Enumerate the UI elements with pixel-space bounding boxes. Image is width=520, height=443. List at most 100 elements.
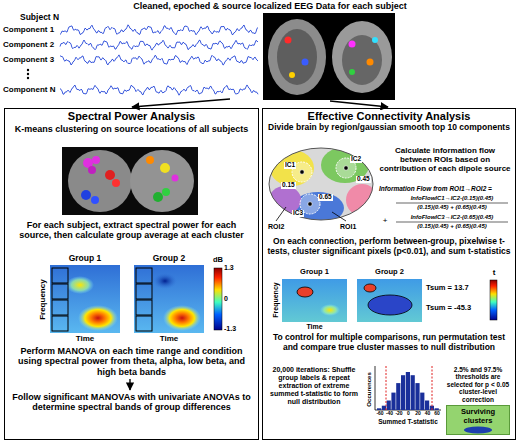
flow-arrow xyxy=(330,101,388,107)
weight-value: 0.45 xyxy=(356,176,371,183)
mri-image xyxy=(332,21,392,93)
tstat-heatmap xyxy=(320,304,340,316)
colorbar-tick: -1.3 xyxy=(224,325,236,333)
step-text: 20,000 iterations: Shuffle group labels … xyxy=(265,366,363,406)
axis-tick: 60 xyxy=(431,411,443,417)
roi-brain-image xyxy=(269,147,378,224)
spectral-heatmap xyxy=(66,276,94,294)
panel-heading: Effective Connectivity Analysis xyxy=(267,110,511,123)
step-text: Calculate information flow between ROIs … xyxy=(379,146,511,174)
step-text: 2.5% and 97.5% thresholds are selected f… xyxy=(444,366,512,403)
histogram-bar xyxy=(411,375,415,410)
axis-label: Frequency xyxy=(271,282,279,317)
cluster-brain-image xyxy=(105,170,115,180)
mri-image xyxy=(367,59,374,66)
component-label: Component 3 xyxy=(3,55,54,64)
mri-image xyxy=(268,19,326,95)
step-text: Divide brain by region/gaussian smooth t… xyxy=(267,123,511,133)
spectral-heatmap xyxy=(136,284,152,299)
null-histogram xyxy=(375,366,376,410)
eeg-waveforms xyxy=(27,69,29,71)
group-label: Group 2 xyxy=(134,254,204,264)
cluster-brain-image xyxy=(81,190,91,200)
result-box: Surviving clusters xyxy=(446,405,510,435)
threshold-line xyxy=(386,366,387,410)
step-text: Perform MANOVA on each time range and co… xyxy=(11,346,252,377)
cluster-brain-image xyxy=(68,150,132,212)
roi-brain-image xyxy=(346,184,378,216)
cluster-brain-image xyxy=(62,147,198,215)
cluster-brain-image xyxy=(153,192,163,202)
axis-label: Frequency xyxy=(38,279,47,319)
tstat-heatmap xyxy=(490,280,497,320)
colorbar-tick: 1.3 xyxy=(224,264,234,272)
subject-label: Subject N xyxy=(20,13,59,23)
histogram-bar xyxy=(377,408,381,410)
mri-image xyxy=(263,13,395,100)
cluster-brain-image xyxy=(162,188,170,196)
step-text: Follow significant MANOVAs with univaria… xyxy=(11,392,252,413)
component-tag: IC2 xyxy=(350,156,362,163)
formula-text: Information Flow from ROI1→ROI2 = xyxy=(379,185,513,192)
mri-image xyxy=(277,29,317,85)
histogram-bar xyxy=(396,383,400,410)
cluster-brain-image xyxy=(91,196,99,204)
cluster-brain-image xyxy=(88,166,96,174)
spectral-heatmap xyxy=(52,316,68,331)
roi-brain-image xyxy=(269,148,373,220)
threshold-line xyxy=(432,366,433,410)
mri-image xyxy=(289,72,295,78)
axis-tick: -40 xyxy=(384,411,396,417)
flow-arrow xyxy=(132,99,230,107)
roi-label: ROI1 xyxy=(340,223,356,231)
roi-brain-image xyxy=(332,212,346,221)
spectral-heatmap xyxy=(52,268,68,283)
fraction-line xyxy=(396,203,508,204)
spectral-heatmap xyxy=(163,305,201,331)
histogram-bar xyxy=(382,406,386,410)
histogram-bar xyxy=(425,401,429,411)
axis-tick: -60 xyxy=(374,411,386,417)
formula-text: + xyxy=(380,216,390,225)
histogram-bar xyxy=(420,393,424,410)
tstat-heatmap xyxy=(297,287,313,297)
mri-image xyxy=(302,59,309,66)
component-label: Component 2 xyxy=(3,40,54,49)
tstat-heatmap xyxy=(282,279,347,322)
mri-image xyxy=(263,13,395,100)
formula-text: (0.15)(0.45) + (0.65)(0.45) xyxy=(392,223,512,230)
component-tag: IC1 xyxy=(284,162,296,169)
cluster-brain-image xyxy=(130,150,194,212)
spectral-heatmap xyxy=(134,265,204,333)
axis-label: Time xyxy=(282,323,347,331)
spectral-heatmap xyxy=(136,268,152,283)
formula-text: InfoFlowIC1→IC2·(0.15)(0.45) xyxy=(392,195,512,202)
spectral-heatmap xyxy=(52,300,68,315)
tsum-value: Tsum = -45.3 xyxy=(426,304,471,313)
group-label: Group 1 xyxy=(282,268,347,277)
roi-label: ROI2 xyxy=(268,223,284,231)
weight-value: 0.15 xyxy=(281,182,296,189)
cluster-brain-image xyxy=(146,156,154,164)
component-label: Component N xyxy=(3,85,55,94)
colorbar-tick: 0 xyxy=(224,295,228,303)
flow-arrow xyxy=(129,379,130,390)
mri-image xyxy=(285,37,292,44)
tstat-heatmap xyxy=(282,279,497,322)
roi-brain-image xyxy=(300,170,304,174)
spectral-heatmap xyxy=(52,284,68,299)
spectral-heatmap xyxy=(50,265,222,333)
histogram-bar xyxy=(406,372,410,410)
spectral-heatmap xyxy=(78,305,118,331)
title: Cleaned, epoched & source localized EEG … xyxy=(95,1,445,11)
step-text: To control for multiple comparisons, run… xyxy=(267,333,511,353)
roi-brain-image xyxy=(269,147,378,224)
tsum-value: Tsum = 13.7 xyxy=(426,284,469,293)
group-label: Group 2 xyxy=(357,268,422,277)
roi-brain-image xyxy=(276,207,286,221)
cluster-brain-image xyxy=(112,179,120,187)
weight-value: 0.65 xyxy=(318,194,333,201)
mri-image xyxy=(349,41,356,48)
step-text: K-means clustering on source locations o… xyxy=(13,124,250,134)
